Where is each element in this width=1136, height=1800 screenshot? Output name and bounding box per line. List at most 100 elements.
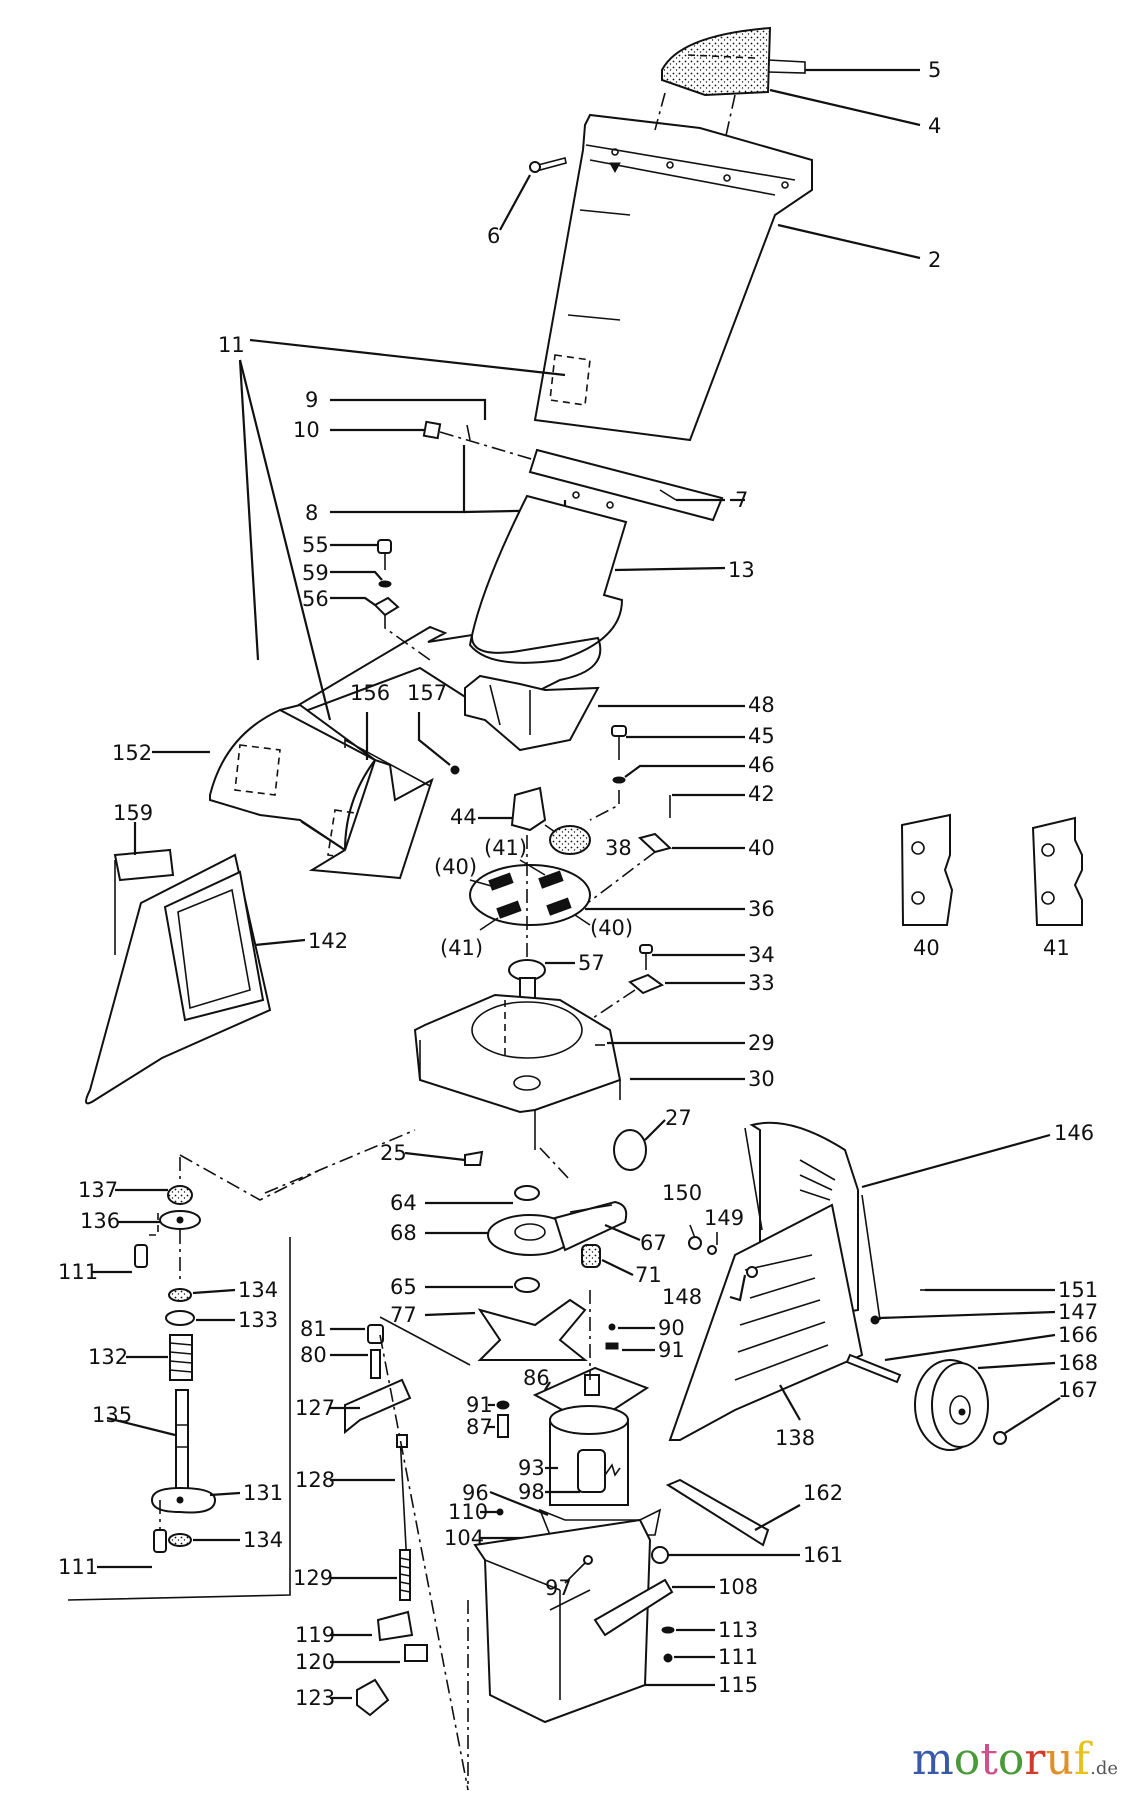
label-93: 93 [518,1456,545,1480]
label-111-right: 111 [718,1645,758,1669]
label-67: 67 [640,1231,667,1255]
label-10: 10 [293,418,320,442]
label-46: 46 [748,753,775,777]
label-147: 147 [1058,1300,1098,1324]
detail-label-41: 41 [1043,936,1070,960]
label-68: 68 [390,1221,417,1245]
detail-knife-41 [1031,816,1083,926]
label-104: 104 [444,1526,484,1550]
label-161: 161 [803,1543,843,1567]
label-134-top: 134 [238,1278,278,1302]
label-134-bottom: 134 [243,1528,283,1552]
motor-part-93 [549,1405,629,1506]
label-156: 156 [350,681,390,705]
label-40: 40 [748,836,775,860]
label-64: 64 [390,1191,417,1215]
label-150: 150 [662,1181,702,1205]
label-41-top: (41) [484,836,527,860]
label-149: 149 [704,1206,744,1230]
label-6: 6 [487,224,500,248]
label-71: 71 [635,1263,662,1287]
label-166: 166 [1058,1323,1098,1347]
stand-part-142 [85,848,272,1105]
collection-bin-part-115 [473,1518,652,1724]
label-90: 90 [658,1316,685,1340]
label-157: 157 [407,681,447,705]
label-123: 123 [295,1686,335,1710]
label-162: 162 [803,1481,843,1505]
label-5: 5 [928,58,941,82]
part-labels: 5 4 6 2 11 9 10 8 7 13 55 59 56 48 45 46… [58,58,1098,1710]
label-111-top: 111 [58,1260,98,1284]
label-41-bottom: (41) [440,936,483,960]
label-115: 115 [718,1673,758,1697]
label-110: 110 [448,1500,488,1524]
cutting-disc-part-36 [469,864,591,926]
label-9: 9 [305,388,318,412]
label-133: 133 [238,1308,278,1332]
label-142: 142 [308,929,348,953]
hopper-plate [259,625,602,729]
label-2: 2 [928,248,941,272]
label-151: 151 [1058,1278,1098,1302]
logo-letter: u [1045,1734,1074,1785]
label-13: 13 [728,558,755,582]
label-77: 77 [390,1303,417,1327]
label-138: 138 [775,1426,815,1450]
label-167: 167 [1058,1378,1098,1402]
label-25: 25 [380,1141,407,1165]
label-36: 36 [748,897,775,921]
hinge-plate [528,448,724,522]
spring-part-129 [399,1549,411,1601]
label-97: 97 [545,1576,572,1600]
label-86: 86 [523,1366,550,1390]
knife-holder-part-44 [510,786,547,832]
label-55: 55 [302,533,329,557]
label-119: 119 [295,1623,335,1647]
housing-part-30 [413,993,622,1150]
label-42: 42 [748,782,775,806]
spring-part-132 [169,1334,193,1381]
label-146: 146 [1054,1121,1094,1145]
label-80: 80 [300,1343,327,1367]
label-136: 136 [80,1209,120,1233]
motoruf-watermark-logo: motoruf.de [912,1738,1118,1782]
label-168: 168 [1058,1351,1098,1375]
pulley-part-68 [487,1200,628,1256]
logo-letter: f [1073,1734,1091,1785]
label-113: 113 [718,1618,758,1642]
flap-part-13 [468,494,628,664]
nut-part-38 [549,825,591,855]
holder-part-48 [464,674,600,752]
label-29: 29 [748,1031,775,1055]
label-30: 30 [748,1067,775,1091]
chute-cap-part-4 [661,26,806,97]
label-56: 56 [302,587,329,611]
label-40-right: (40) [590,916,633,940]
knob-part-27 [613,1129,647,1171]
motor-bracket-part-77 [477,1298,588,1361]
label-27: 27 [665,1106,692,1130]
label-111-bottom: 111 [58,1555,98,1579]
label-11: 11 [218,333,245,357]
label-131: 131 [243,1481,283,1505]
label-148: 148 [662,1285,702,1309]
chute-part-2 [533,92,813,442]
label-40-left: (40) [434,855,477,879]
label-91-right: 91 [658,1338,685,1362]
logo-letter: m [911,1734,954,1785]
label-34: 34 [748,943,775,967]
label-57: 57 [578,951,605,975]
label-96: 96 [462,1481,489,1505]
label-108: 108 [718,1575,758,1599]
logo-wordmark: motoruf [912,1734,1090,1785]
logo-letter: t [980,1734,998,1785]
label-120: 120 [295,1650,335,1674]
label-135: 135 [92,1403,132,1427]
label-152: 152 [112,741,152,765]
label-38: 38 [605,836,632,860]
bearing-part-71 [581,1244,601,1268]
detail-knife-40 [900,813,954,926]
label-159: 159 [113,801,153,825]
label-4: 4 [928,114,941,138]
